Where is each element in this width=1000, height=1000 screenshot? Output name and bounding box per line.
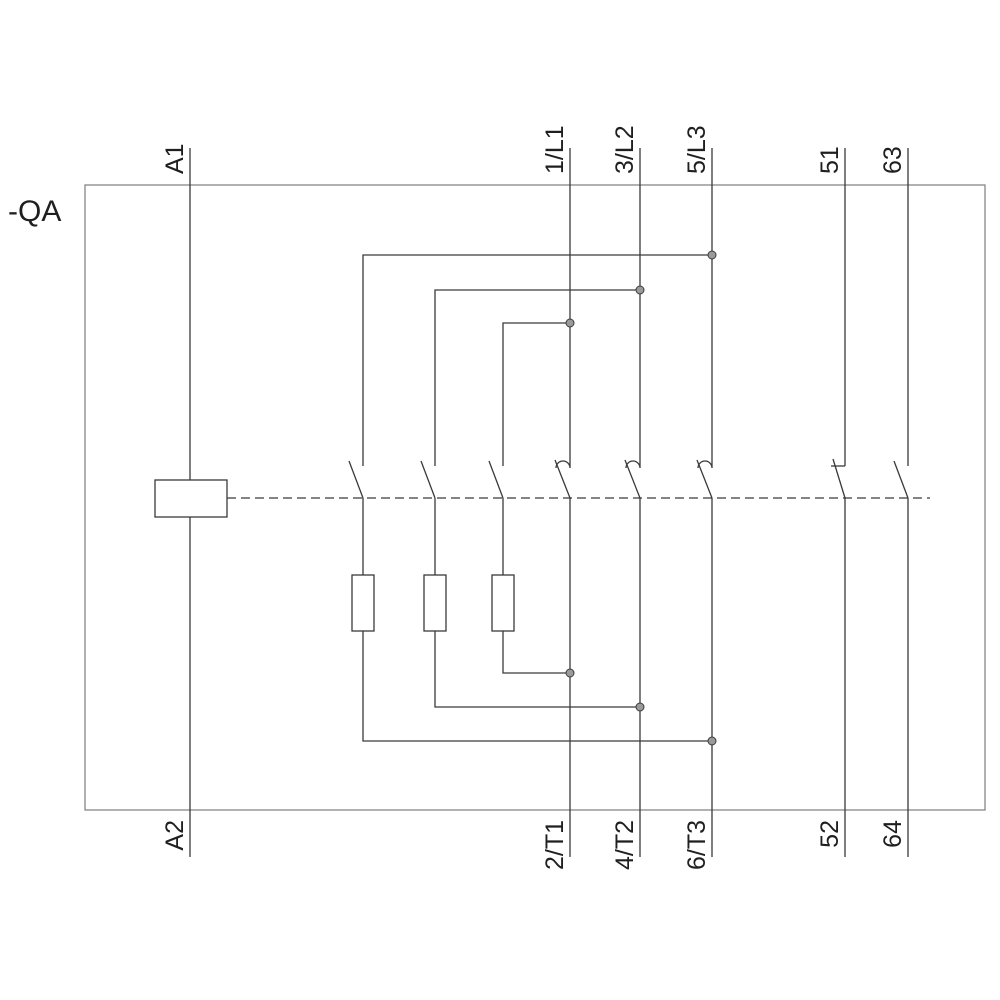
terminal-label-51: 51: [816, 146, 844, 174]
top-terminal-labels: A1 1/L1 3/L2 5/L3 51 63: [161, 125, 907, 174]
aux-contact-no-63-64: [893, 148, 909, 857]
branch-l3-upper-wire: [362, 254, 712, 466]
main-pole-l2: [624, 148, 641, 857]
terminal-label-63: 63: [879, 146, 907, 174]
connection-node: [635, 285, 645, 295]
terminal-label-a1: A1: [161, 143, 189, 174]
aux-contact-nc-51-52: [831, 148, 846, 857]
connection-node: [707, 250, 717, 260]
resistor-symbol-l2: [423, 574, 447, 632]
pole-l3-fixed-contact: [697, 148, 713, 469]
resistor-branch-l1: [488, 322, 570, 674]
pole-l1-moving-contact: [554, 459, 571, 499]
resistor-branch-l2: [420, 289, 640, 708]
connection-nodes: [565, 250, 717, 746]
terminal-label-3l2: 3/L2: [611, 125, 639, 174]
terminal-label-64: 64: [879, 820, 907, 848]
coil-branch: [154, 148, 228, 857]
connection-node: [565, 668, 575, 678]
branch-l1-moving-contact: [488, 460, 504, 499]
branch-l1-upper-wire: [502, 322, 570, 466]
connection-node: [565, 318, 575, 328]
pole-l1-fixed-contact: [555, 148, 571, 469]
terminal-label-5l3: 5/L3: [683, 125, 711, 174]
pole-l2-moving-contact: [624, 459, 641, 499]
branch-l1-lower-wire: [502, 631, 570, 674]
contactor-enclosure-outline: [84, 184, 986, 811]
main-pole-l3: [696, 148, 713, 857]
terminal-label-2t1: 2/T1: [541, 820, 569, 870]
terminal-label-4t2: 4/T2: [611, 820, 639, 870]
resistor-symbol-l3: [351, 574, 375, 632]
branch-l2-lower-wire: [434, 631, 640, 708]
terminal-label-52: 52: [816, 820, 844, 848]
coil-symbol: [154, 479, 228, 518]
connection-node: [635, 702, 645, 712]
terminal-label-6t3: 6/T3: [683, 820, 711, 870]
branch-l2-upper-wire: [434, 289, 640, 466]
connection-node: [707, 736, 717, 746]
pole-l2-fixed-contact: [625, 148, 641, 469]
terminal-label-1l1: 1/L1: [541, 125, 569, 174]
resistor-symbol-l1: [491, 574, 515, 632]
device-designation: -QA: [8, 195, 61, 228]
branch-l3-lower-wire: [362, 631, 712, 742]
terminal-label-a2: A2: [161, 820, 189, 851]
resistor-branch-l3: [348, 254, 712, 742]
branch-l2-moving-contact: [420, 460, 436, 499]
pole-l3-moving-contact: [696, 459, 713, 499]
aux-nc-moving-contact: [832, 458, 846, 499]
branch-l3-moving-contact: [348, 460, 364, 499]
aux-no-moving-contact: [893, 460, 909, 499]
bottom-terminal-labels: A2 2/T1 4/T2 6/T3 52 64: [161, 820, 907, 870]
